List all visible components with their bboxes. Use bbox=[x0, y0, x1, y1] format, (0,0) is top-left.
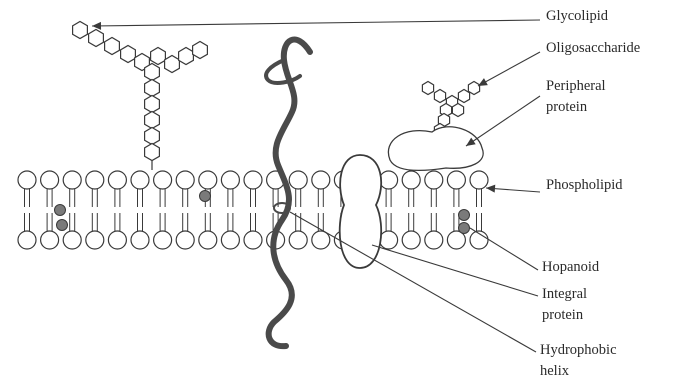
glycolipid-sugar bbox=[105, 38, 120, 55]
peripheral-protein-shape bbox=[388, 127, 483, 171]
phospholipid-bilayer bbox=[18, 171, 488, 249]
glycolipid-sugar bbox=[89, 30, 104, 47]
phospholipid-head bbox=[289, 231, 307, 249]
phospholipid-head bbox=[425, 231, 443, 249]
hopanoid-molecule bbox=[55, 205, 66, 216]
helix-ribbon bbox=[269, 40, 310, 347]
label-peripheral-protein: Peripheral protein bbox=[546, 76, 606, 118]
pointer-oligosaccharide bbox=[478, 52, 540, 86]
phospholipid-head bbox=[154, 231, 172, 249]
phospholipid-head bbox=[176, 231, 194, 249]
glycolipid-sugar bbox=[145, 112, 160, 129]
phospholipid-head bbox=[86, 231, 104, 249]
pointer-peripheral-protein bbox=[466, 96, 540, 146]
integral-protein-outline bbox=[340, 155, 381, 268]
glycolipid-sugar bbox=[73, 22, 88, 39]
phospholipid-head bbox=[221, 231, 239, 249]
phospholipid-head bbox=[221, 171, 239, 189]
label-hydrophobic-helix: Hydrophobic helix bbox=[540, 340, 617, 382]
phospholipid-head bbox=[199, 231, 217, 249]
phospholipid-head bbox=[380, 231, 398, 249]
glycolipid-sugar bbox=[145, 128, 160, 145]
phospholipid-head bbox=[63, 171, 81, 189]
phospholipid-head bbox=[289, 171, 307, 189]
phospholipid-head bbox=[402, 171, 420, 189]
glycolipid-sugar bbox=[145, 64, 160, 81]
glycolipid-sugar bbox=[165, 56, 180, 73]
phospholipid-head bbox=[244, 231, 262, 249]
glycolipid-sugar bbox=[145, 96, 160, 113]
hopanoid-molecule bbox=[459, 210, 470, 221]
peripheral-protein-outline bbox=[388, 127, 483, 171]
phospholipid-head bbox=[108, 231, 126, 249]
glycolipid-sugar bbox=[145, 80, 160, 97]
phospholipid-head bbox=[244, 171, 262, 189]
phospholipid-head bbox=[447, 171, 465, 189]
phospholipid-head bbox=[154, 171, 172, 189]
glycolipid-sugar bbox=[145, 144, 160, 161]
phospholipid-head bbox=[131, 231, 149, 249]
pointer-phospholipid-head bbox=[486, 185, 495, 193]
phospholipid-head bbox=[312, 171, 330, 189]
oligosaccharide-sugar bbox=[468, 82, 479, 95]
hopanoid-molecule bbox=[57, 220, 68, 231]
phospholipid-head bbox=[41, 171, 59, 189]
integral-protein-shape bbox=[340, 155, 381, 268]
pointer-glycolipid-head bbox=[92, 22, 101, 30]
phospholipid-head bbox=[18, 231, 36, 249]
glycolipid-sugar bbox=[193, 42, 208, 59]
pointer-oligosaccharide-head bbox=[478, 78, 488, 86]
hydrophobic-helix-shape bbox=[266, 40, 310, 347]
phospholipid-head bbox=[199, 171, 217, 189]
glycolipid-sugar bbox=[179, 48, 194, 65]
label-glycolipid: Glycolipid bbox=[546, 6, 608, 27]
label-hopanoid: Hopanoid bbox=[542, 257, 599, 278]
hopanoid-molecule bbox=[459, 223, 470, 234]
oligosaccharide-sugar bbox=[434, 90, 445, 103]
phospholipid-head bbox=[63, 231, 81, 249]
label-integral-protein: Integral protein bbox=[542, 284, 587, 326]
hopanoid-molecules bbox=[55, 191, 470, 234]
label-phospholipid: Phospholipid bbox=[546, 175, 623, 196]
phospholipid-head bbox=[108, 171, 126, 189]
phospholipid-head bbox=[470, 171, 488, 189]
label-oligosaccharide: Oligosaccharide bbox=[546, 38, 640, 59]
glycolipid-structure bbox=[73, 22, 208, 171]
hopanoid-molecule bbox=[200, 191, 211, 202]
phospholipid-head bbox=[380, 171, 398, 189]
pointer-glycolipid bbox=[92, 20, 540, 26]
phospholipid-head bbox=[18, 171, 36, 189]
phospholipid-head bbox=[131, 171, 149, 189]
phospholipid-head bbox=[41, 231, 59, 249]
phospholipid-head bbox=[402, 231, 420, 249]
phospholipid-head bbox=[176, 171, 194, 189]
pointer-integral-protein bbox=[372, 245, 538, 296]
phospholipid-head bbox=[86, 171, 104, 189]
oligosaccharide-sugar bbox=[422, 82, 433, 95]
glycolipid-sugar bbox=[121, 46, 136, 63]
oligosaccharide-sugar bbox=[452, 104, 463, 117]
glycolipid-sugar bbox=[151, 48, 166, 65]
phospholipid-head bbox=[425, 171, 443, 189]
